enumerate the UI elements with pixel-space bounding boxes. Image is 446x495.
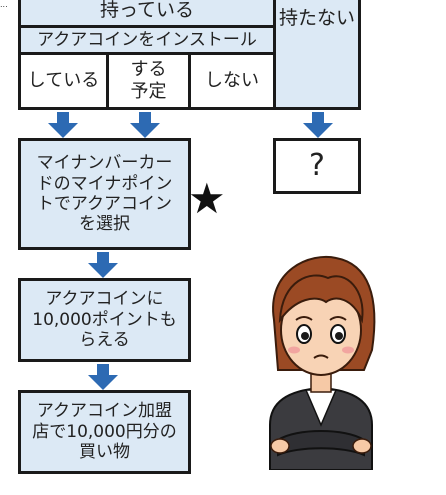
step-select-aquacoin: マイナンバーカー ドのマイナポイン トでアクアコイン を選択 — [18, 138, 191, 250]
corner-mark: ... — [0, 0, 8, 9]
option-plan-label: する 予定 — [130, 59, 167, 102]
step-select-aquacoin-label: マイナンバーカー ドのマイナポイン トでアクアコイン を選択 — [36, 153, 173, 235]
step-shopping-label: アクアコイン加盟 店で10,000円分の 買い物 — [32, 401, 177, 463]
option-installed-label: している — [27, 70, 100, 92]
question-box: ? — [273, 138, 361, 194]
step-receive-points-label: アクアコインに 10,000ポイントも らえる — [32, 289, 177, 351]
install-header-label: アクアコインをインストール — [37, 29, 257, 50]
arrow-down-icon — [48, 112, 78, 138]
arrow-down-icon — [88, 252, 118, 278]
header-have-card: 持っている — [18, 0, 276, 28]
header-no-card: 持たない — [273, 0, 361, 110]
option-not-installed: しない — [188, 52, 276, 110]
arrow-down-icon — [88, 364, 118, 390]
step-shopping: アクアコイン加盟 店で10,000円分の 買い物 — [18, 390, 191, 474]
step-receive-points: アクアコインに 10,000ポイントも らえる — [18, 278, 191, 362]
arrow-down-icon — [303, 112, 333, 138]
install-header: アクアコインをインストール — [18, 25, 276, 55]
star-icon: ★ — [188, 174, 226, 223]
worried-woman-illustration — [269, 256, 376, 470]
option-not-installed-label: しない — [205, 70, 259, 92]
header-no-card-label: 持たない — [278, 7, 355, 29]
option-installed: している — [18, 52, 109, 110]
arrow-down-icon — [130, 112, 160, 138]
option-plan-to-install: する 予定 — [106, 52, 191, 110]
header-have-card-label: 持っている — [99, 0, 195, 21]
question-mark: ? — [309, 148, 325, 183]
